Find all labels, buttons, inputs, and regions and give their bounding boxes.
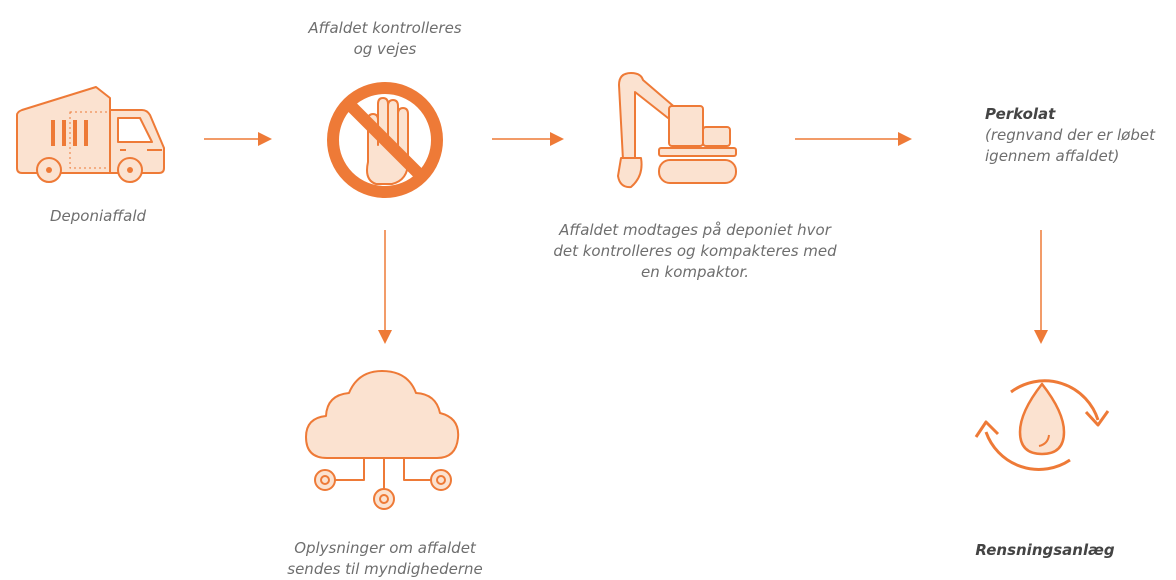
truck-label: Deponiaffald bbox=[49, 207, 147, 225]
excavator-icon bbox=[617, 72, 737, 189]
compactor-label: Affaldet modtages på deponiet hvor det k… bbox=[553, 221, 837, 281]
authorities-label: Oplysninger om affaldet sendes til myndi… bbox=[287, 539, 483, 578]
water-recycle-icon bbox=[974, 379, 1110, 471]
prohibited-hand-icon bbox=[327, 82, 443, 198]
leachate-label: Perkolat (regnvand der er løbet igennem … bbox=[985, 104, 1175, 167]
treatment-label: Rensningsanlæg bbox=[975, 541, 1115, 559]
dump-truck-icon bbox=[16, 86, 165, 183]
leachate-title: Perkolat bbox=[985, 105, 1056, 123]
truck-stripes bbox=[51, 120, 88, 146]
control-label: Affaldet kontrolleres og vejes bbox=[308, 19, 462, 58]
cloud-network-icon bbox=[305, 370, 460, 510]
